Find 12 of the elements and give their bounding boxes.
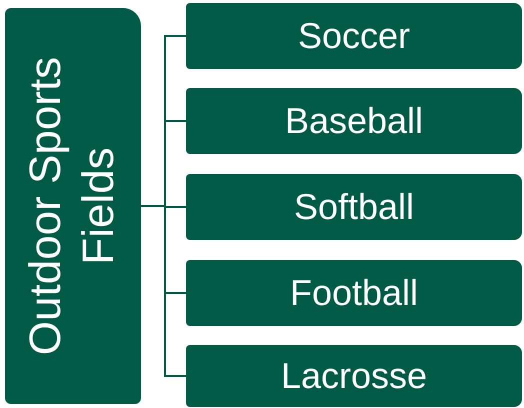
node-label: Softball <box>292 185 416 230</box>
category-box <box>5 8 141 404</box>
node-label: Lacrosse <box>280 354 428 398</box>
item-box <box>186 260 522 326</box>
node-label: Soccer <box>296 14 412 58</box>
item-box <box>186 88 522 154</box>
node-label: Baseball <box>284 99 424 144</box>
item-box <box>186 3 522 69</box>
node-label: Outdoor Sports Fields <box>20 56 124 358</box>
node-label: Football <box>288 271 420 316</box>
item-box <box>186 345 522 407</box>
item-box <box>186 174 522 240</box>
